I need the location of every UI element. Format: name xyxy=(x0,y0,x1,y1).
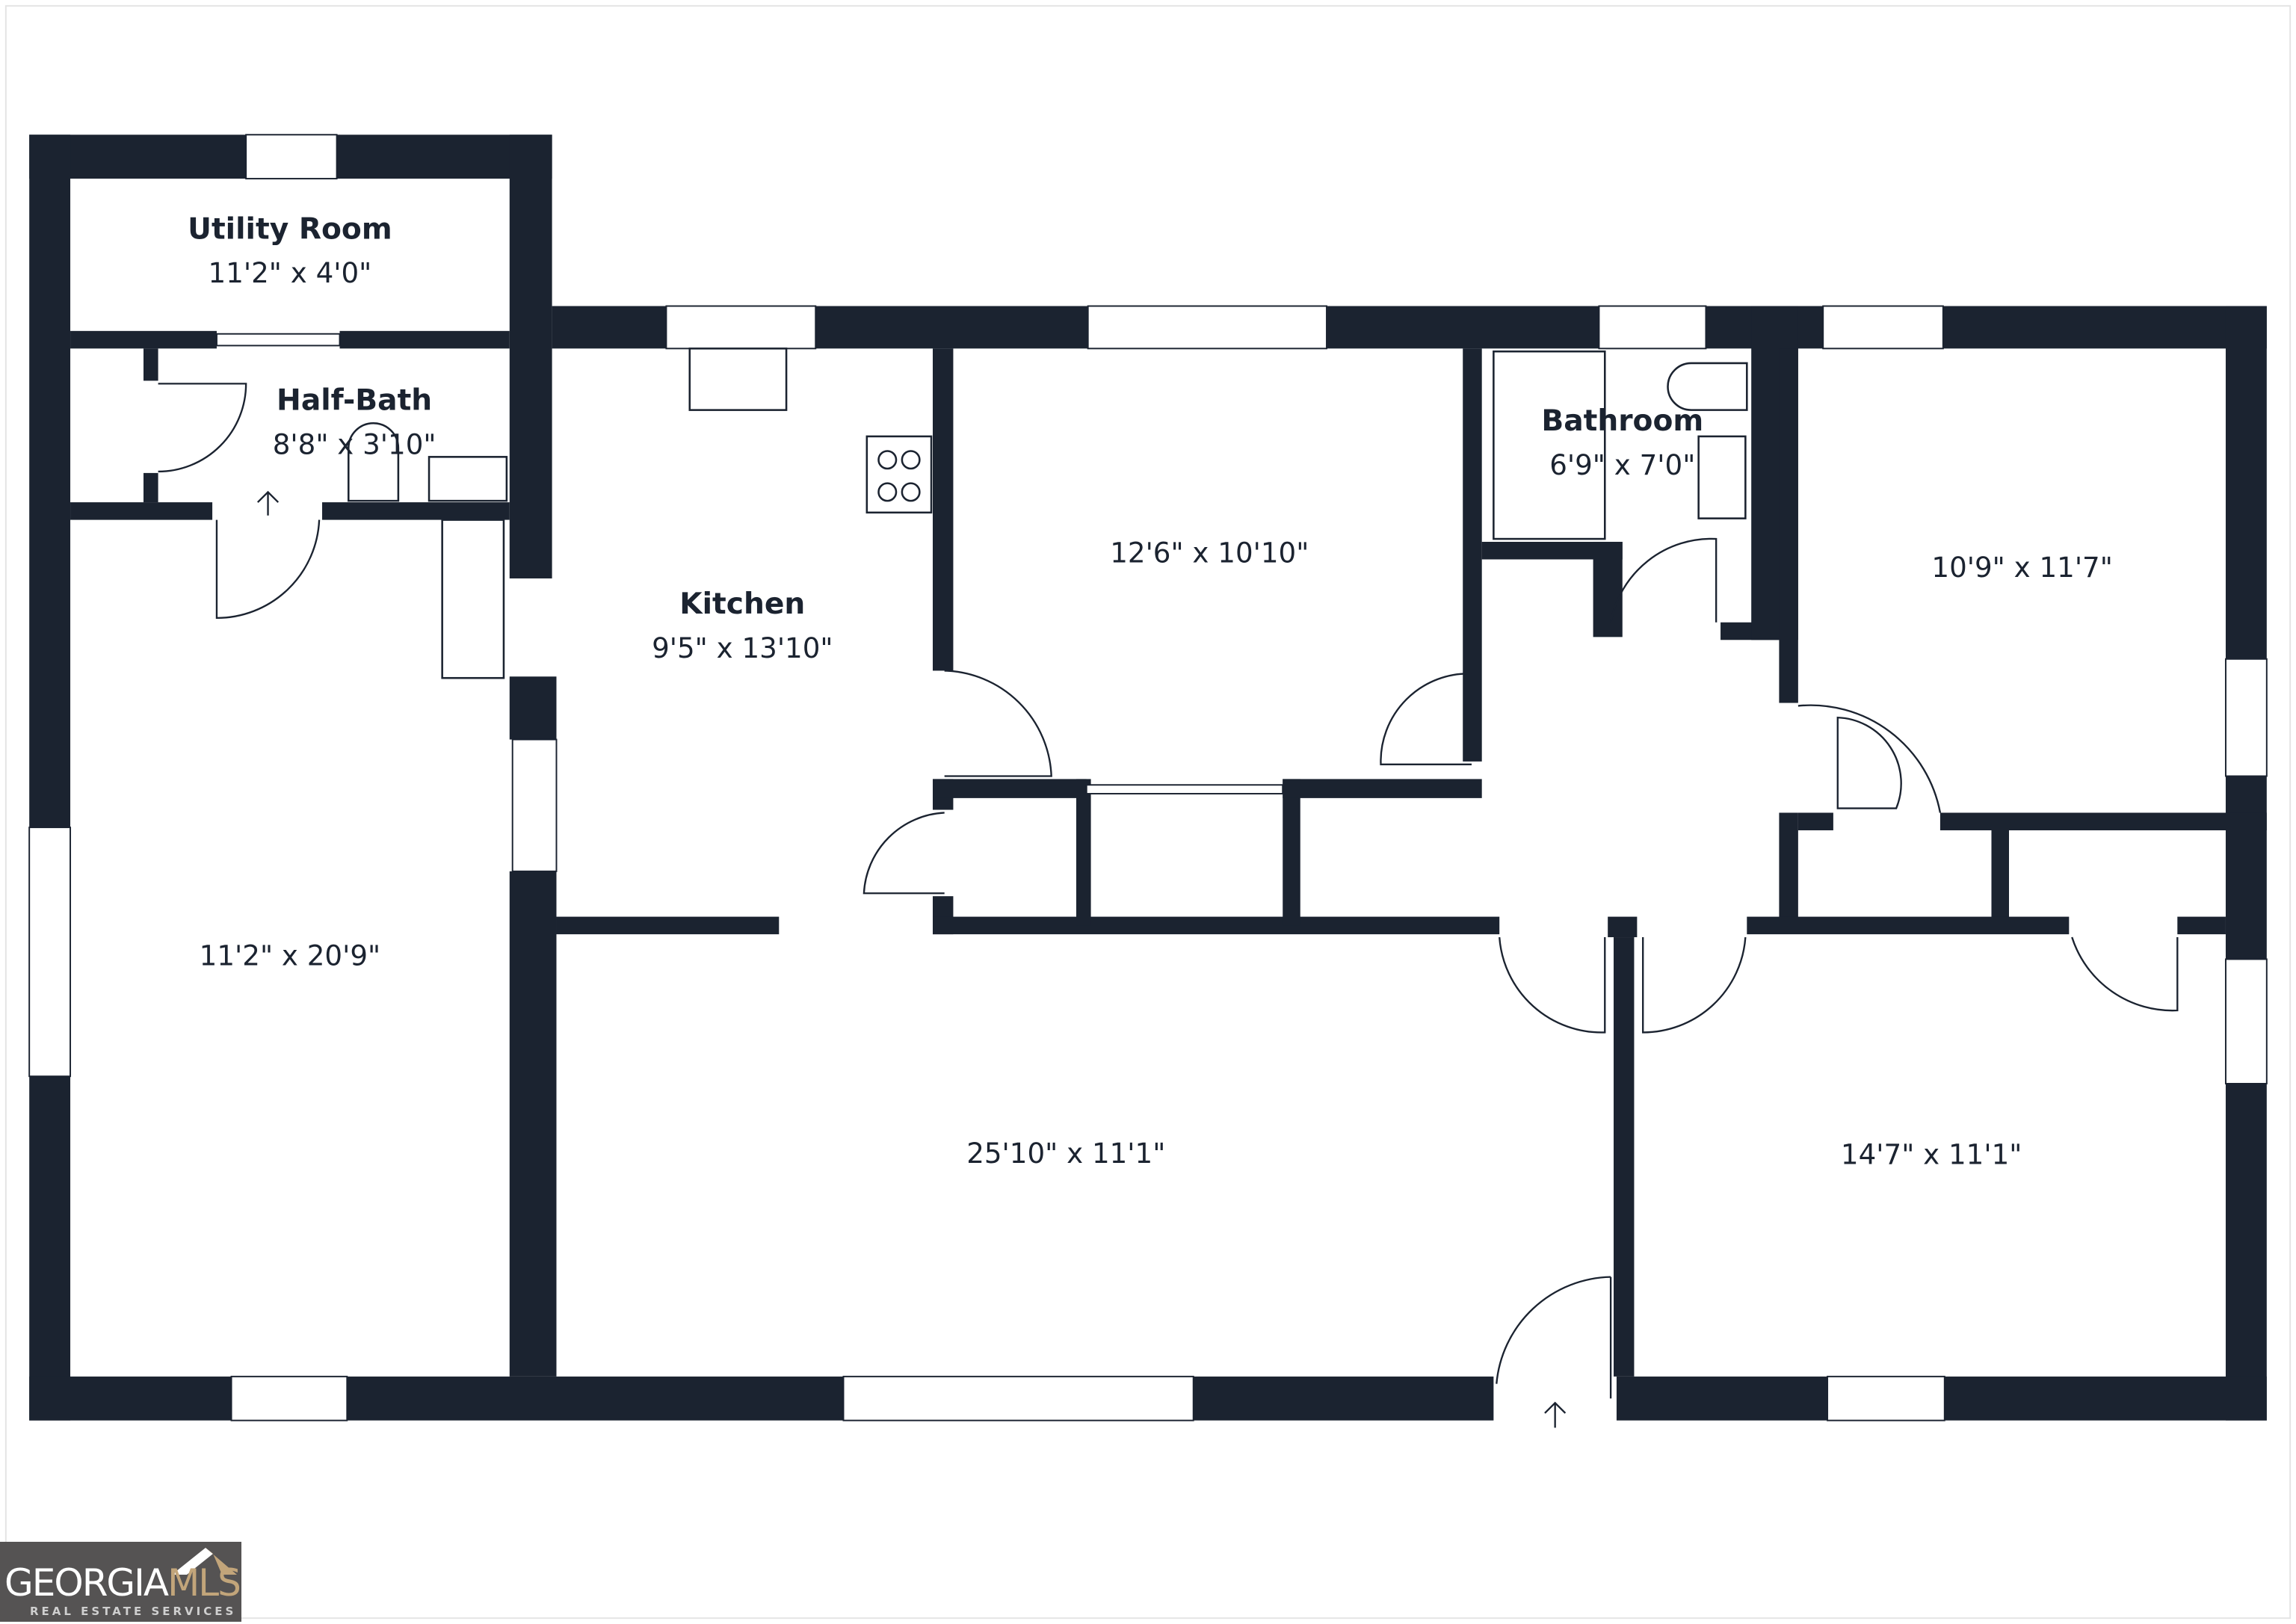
room-labels: Utility Room 11'2" x 4'0" Half-Bath 8'8"… xyxy=(188,212,2113,1170)
utility-room-dims: 11'2" x 4'0" xyxy=(209,256,372,289)
left-room-dims: 11'2" x 20'9" xyxy=(200,939,380,972)
bathroom-name: Bathroom xyxy=(1541,404,1703,438)
kitchen-name: Kitchen xyxy=(679,587,805,621)
walls xyxy=(29,135,2267,1421)
bedroom-b-dims: 10'9" x 11'7" xyxy=(1931,551,2112,584)
living-room-dims: 25'10" x 11'1" xyxy=(966,1137,1165,1170)
logo-brand-accent: MLS xyxy=(167,1561,241,1605)
logo-brand: GEORGIA xyxy=(4,1561,169,1605)
bedroom-c-dims: 14'7" x 11'1" xyxy=(1841,1138,2022,1171)
fixtures xyxy=(348,348,1748,540)
utility-room-name: Utility Room xyxy=(188,212,392,246)
half-bath-dims: 8'8" x 3'10" xyxy=(273,427,436,460)
windows xyxy=(28,134,2268,1421)
georgia-mls-logo: GEORGIAMLS REAL ESTATE SERVICES xyxy=(0,1542,241,1622)
logo-tagline: REAL ESTATE SERVICES xyxy=(30,1605,237,1618)
bedroom-a-dims: 12'6" x 10'10" xyxy=(1110,536,1309,569)
bathroom-dims: 6'9" x 7'0" xyxy=(1549,448,1695,481)
doors xyxy=(158,383,2179,1428)
half-bath-name: Half-Bath xyxy=(277,384,432,418)
kitchen-dims: 9'5" x 13'10" xyxy=(652,632,833,664)
roof-icon xyxy=(172,1548,237,1575)
